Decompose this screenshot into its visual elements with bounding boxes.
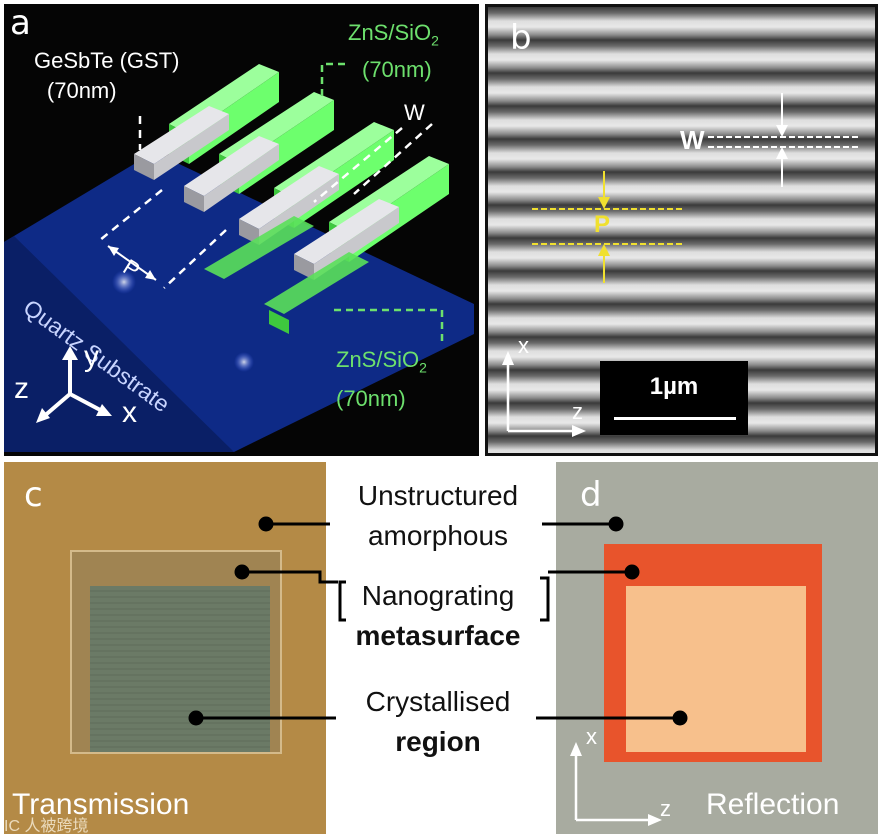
scalebar-box: 1µm (600, 361, 748, 435)
legend-unstructured-line1: Unstructured (357, 480, 519, 511)
axis-triad-d (570, 742, 662, 826)
gst-material: GeSbTe (GST) (34, 48, 180, 73)
zns-bottom-material: ZnS/SiO (336, 347, 420, 372)
legend-unstructured: Unstructured amorphous (326, 476, 550, 556)
reflection-caption: Reflection (706, 788, 840, 821)
crystallised-region-c (90, 586, 270, 752)
panel-label-b: b (510, 18, 532, 58)
legend-crystallised-line1: Crystallised (365, 686, 511, 717)
legend-crystallised-line2: region (395, 726, 481, 757)
scalebar-line (614, 417, 736, 420)
axis-x-label: x (122, 396, 137, 429)
w-label-b: W (680, 125, 705, 155)
panel-a: a GeSbTe (GST) (70nm) ZnS/SiO2 (70nm) W … (4, 4, 479, 456)
grating-strip (184, 92, 334, 212)
legend-nanograting-line2: metasurface (355, 620, 521, 651)
panel-d: d x z Reflection (556, 462, 878, 834)
axis-y-label: y (84, 340, 99, 373)
crystallised-region-d (626, 586, 806, 752)
panel-label-d: d (580, 475, 602, 515)
sem-annotations (502, 93, 858, 437)
grating-strip (294, 156, 449, 280)
zns-bottom-thickness: (70nm) (336, 386, 406, 412)
p-label-b: P (594, 211, 611, 238)
zns-top-material: ZnS/SiO (348, 20, 432, 45)
panel-label-a: a (10, 4, 31, 43)
gst-label: GeSbTe (GST) (70nm) (34, 46, 179, 106)
zns-bottom-label: ZnS/SiO2 (70nm) (336, 344, 427, 415)
legend-nanograting: Nanograting metasurface (326, 576, 550, 656)
legend-nanograting-line1: Nanograting (361, 580, 515, 611)
legend-unstructured-line2: amorphous (367, 520, 509, 551)
watermark: IC 人被跨境 (4, 818, 89, 834)
gst-thickness: (70nm) (46, 78, 117, 103)
zns-top-label: ZnS/SiO2 (70nm) (348, 18, 439, 85)
panel-b: b W P 1µm x z (485, 4, 878, 456)
w-label: W (404, 100, 425, 125)
panel-label-c: c (24, 475, 43, 515)
zns-top-thickness: (70nm) (362, 57, 432, 83)
transmission-caption: Transmission (12, 788, 190, 821)
scalebar-label: 1µm (649, 373, 699, 400)
axis-z-label-d: z (660, 796, 671, 821)
axis-x-label-b: x (518, 333, 529, 358)
grating-schematic (4, 62, 474, 452)
axis-z-label-b: z (572, 399, 583, 424)
axis-x-label-d: x (586, 724, 597, 749)
grating-strip (134, 64, 279, 180)
axis-z-label: z (14, 372, 29, 405)
legend-crystallised: Crystallised region (326, 682, 550, 762)
